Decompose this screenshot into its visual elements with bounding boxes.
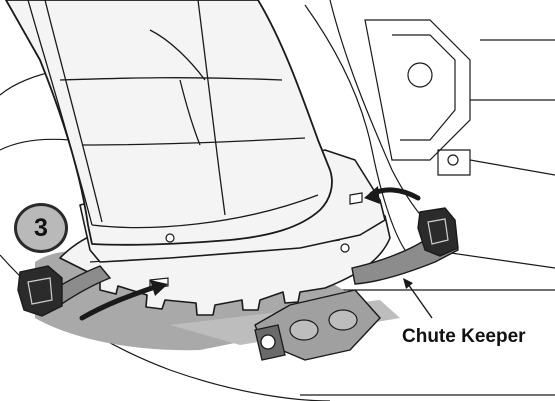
left-keeper-handle-detail <box>27 277 53 305</box>
pivot-hole-left <box>289 319 319 341</box>
chute-keeper-handle-detail <box>427 218 449 245</box>
chute-keeper-label: Chute Keeper <box>402 326 526 347</box>
chute-panel-lines <box>27 0 319 229</box>
callout-leader-line <box>407 283 433 319</box>
rotation-arrow-left <box>79 283 161 321</box>
pivot-bolt-head <box>260 334 276 350</box>
callout-leader-arrowhead <box>403 278 413 289</box>
rotation-arrows <box>79 186 421 321</box>
step-number: 3 <box>34 213 48 242</box>
chute-rivet <box>165 233 175 243</box>
step-number-badge: 3 <box>14 203 68 253</box>
chute-keeper-handle <box>417 207 459 257</box>
left-keeper-handle <box>17 265 63 317</box>
base-slot <box>349 192 363 205</box>
pivot-hole-right <box>328 309 358 331</box>
ring-bolt <box>340 243 350 253</box>
